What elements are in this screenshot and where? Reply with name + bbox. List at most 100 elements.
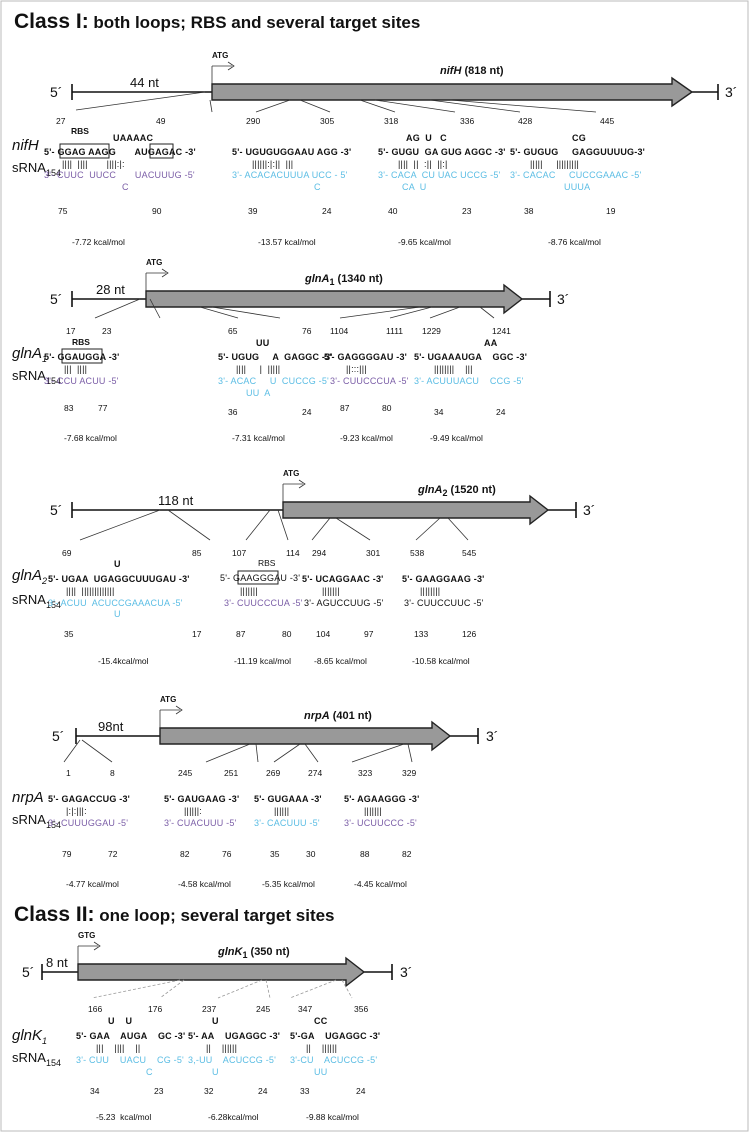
glnA2-three-prime: 3´	[583, 502, 595, 518]
site-srna-seq: 3'- ACUUUACU CCG -5'	[414, 376, 524, 386]
glnA1-site-4: 1229 1241 AA 5'- UGAAAUGA GGC -3' ||||||…	[414, 326, 527, 443]
site-base-pairs: ||||||||	[420, 586, 440, 596]
panel-nifH: 5´ 3´ 44 nt ATG nifH (818 nt) nifH sRNA1…	[12, 51, 737, 247]
nrpA-site-2: 245 251 5'- GAUGAAG -3' ||||||: 3'- CUAC…	[164, 768, 239, 889]
site-base-pairs: |||| || :|| ||:|	[398, 159, 448, 169]
site-top-left-pos: 347	[298, 1004, 312, 1014]
site-mrna-seq: 5'- GAGACCUG -3'	[48, 794, 130, 804]
glnA2-site-2: 107 114 RBS 5'- GAAGGGAU -3' ||||||| 3'-…	[220, 548, 303, 666]
site-top-left-pos: 269	[266, 768, 280, 778]
site-base-pairs: ||||||	[274, 806, 289, 816]
site-srna-bulge: U	[114, 609, 121, 619]
site-energy: -6.28kcal/mol	[208, 1112, 259, 1122]
glnA1-srna-label: sRNA154	[12, 368, 61, 386]
site-bottom-right-pos: 77	[98, 403, 108, 413]
site-top-right-pos: 245	[256, 1004, 270, 1014]
site-energy: -10.58 kcal/mol	[412, 656, 470, 666]
site-base-pairs: ||||||:	[184, 806, 202, 816]
site-energy: -9.65 kcal/mol	[398, 237, 451, 247]
glnK1-site-3: 347 356 CC 5'-GA UGAGGC -3' || |||||| 3'…	[290, 1004, 380, 1122]
site-srna-bulge: UU A	[246, 388, 271, 398]
site-bottom-left-pos: 39	[248, 206, 258, 216]
site-top-right-pos: 305	[320, 116, 334, 126]
glnA1-utr-length: 28 nt	[96, 282, 125, 297]
site-bottom-left-pos: 133	[414, 629, 428, 639]
site-top-left-pos: 107	[232, 548, 246, 558]
site-base-pairs: |:|:|||:	[66, 806, 87, 816]
site-bottom-right-pos: 82	[402, 849, 412, 859]
site-bottom-left-pos: 35	[64, 629, 74, 639]
class1-title: Class I: both loops; RBS and several tar…	[14, 10, 420, 33]
site-top-right-pos: 301	[366, 548, 380, 558]
site-top-left-pos: 318	[384, 116, 398, 126]
site-top-left-pos: 428	[518, 116, 532, 126]
panel-glnK1: 5´ 3´ 8 nt GTG glnK1 (350 nt) glnK1 sRNA…	[12, 931, 412, 1122]
site-energy: -15.4kcal/mol	[98, 656, 149, 666]
site-top-right-pos: 336	[460, 116, 474, 126]
site-mrna-seq: 5'- GUGAAA -3'	[254, 794, 322, 804]
site-srna-seq: 3'- CUUCCUUC -5'	[404, 598, 484, 608]
site-mrna-seq: 5'- GAAGGAAG -3'	[402, 574, 485, 584]
site-mrna-bulge: AG U C	[406, 133, 447, 143]
nifH-utr-length: 44 nt	[130, 75, 159, 90]
site-top-left-pos: 1104	[330, 326, 349, 336]
site-top-right-pos: 1241	[492, 326, 511, 336]
site-bottom-right-pos: 126	[462, 629, 476, 639]
start-codon-box	[149, 143, 174, 159]
nifH-gene-label: nifH	[12, 137, 39, 154]
site-bottom-left-pos: 34	[434, 407, 444, 417]
site-mrna-seq: 5'- UGAAAUGA GGC -3'	[414, 352, 527, 362]
site-srna-seq: 3'- CACAC CUCCGAAAC -5'	[510, 170, 641, 180]
site-top-left-pos: 237	[202, 1004, 216, 1014]
site-srna-seq: 3'- CUU UACU CG -5'	[76, 1055, 184, 1065]
site-mrna-seq: 5'- GGAUGGA -3'	[44, 352, 119, 362]
site-base-pairs: |||| |||||||||||||	[66, 586, 115, 596]
nifH-srna-label: sRNA154	[12, 160, 61, 178]
nifH-three-prime: 3´	[725, 84, 737, 100]
glnK1-gene-arrow	[77, 956, 366, 988]
glnA2-utr-length: 118 nt	[158, 493, 194, 508]
site-energy: -4.45 kcal/mol	[354, 879, 407, 889]
site-energy: -5.35 kcal/mol	[262, 879, 315, 889]
nifH-site-2: 290 305 5'- UGUGUGGAAU AGG -3' ||||||:|:…	[232, 116, 351, 247]
site-srna-seq: 3'- AGUCCUUG -5'	[304, 598, 384, 608]
site-bottom-right-pos: 24	[322, 206, 332, 216]
site-bottom-left-pos: 83	[64, 403, 74, 413]
nrpA-gene-label: nrpA	[12, 789, 44, 806]
site-srna-bulge: C	[146, 1067, 153, 1077]
site-energy: -13.57 kcal/mol	[258, 237, 316, 247]
site-srna-bulge: C	[314, 182, 321, 192]
site-top-left-pos: 245	[178, 768, 192, 778]
site-base-pairs: |||||||	[322, 586, 340, 596]
site-srna-seq: 3'- ACAC U CUCCG -5'	[218, 376, 329, 386]
nrpA-five-prime: 5´	[52, 728, 64, 744]
site-mrna-bulge: CC	[314, 1016, 328, 1026]
site-top-left-pos: 1	[66, 768, 71, 778]
site-top-right-pos: 114	[286, 548, 300, 558]
site-energy: -4.58 kcal/mol	[178, 879, 231, 889]
site-top-right-pos: 329	[402, 768, 416, 778]
site-mrna-bulge: AA	[484, 338, 498, 348]
glnA2-gene-title: glnA2 (1520 nt)	[417, 484, 496, 498]
nifH-gene-title: nifH (818 nt)	[440, 65, 504, 77]
site-bottom-left-pos: 40	[388, 206, 398, 216]
glnA2-gene-arrow	[282, 494, 550, 526]
site-bottom-left-pos: 82	[180, 849, 190, 859]
site-energy: -11.19 kcal/mol	[234, 656, 291, 666]
nifH-gene-arrow	[211, 76, 694, 108]
glnK1-three-prime: 3´	[400, 964, 412, 980]
rbs-label: RBS	[72, 337, 90, 347]
site-srna-bulge: UUUA	[564, 182, 590, 192]
nrpA-site-4: 323 329 5'- AGAAGGG -3' ||||||| 3'- UCUU…	[344, 768, 419, 889]
site-bottom-right-pos: 80	[282, 629, 292, 639]
site-top-right-pos: 1111	[386, 326, 403, 336]
site-top-right-pos: 356	[354, 1004, 368, 1014]
site-mrna-seq: 5'- UGUGUGGAAU AGG -3'	[232, 147, 351, 157]
site-mrna-bulge: U	[114, 559, 121, 569]
site-bottom-right-pos: 72	[108, 849, 118, 859]
site-mrna-seq: 5'- AA UGAGGC -3'	[188, 1031, 280, 1041]
site-top-left-pos: 290	[246, 116, 260, 126]
site-bottom-right-pos: 90	[152, 206, 162, 216]
nrpA-gene-arrow	[159, 720, 452, 752]
